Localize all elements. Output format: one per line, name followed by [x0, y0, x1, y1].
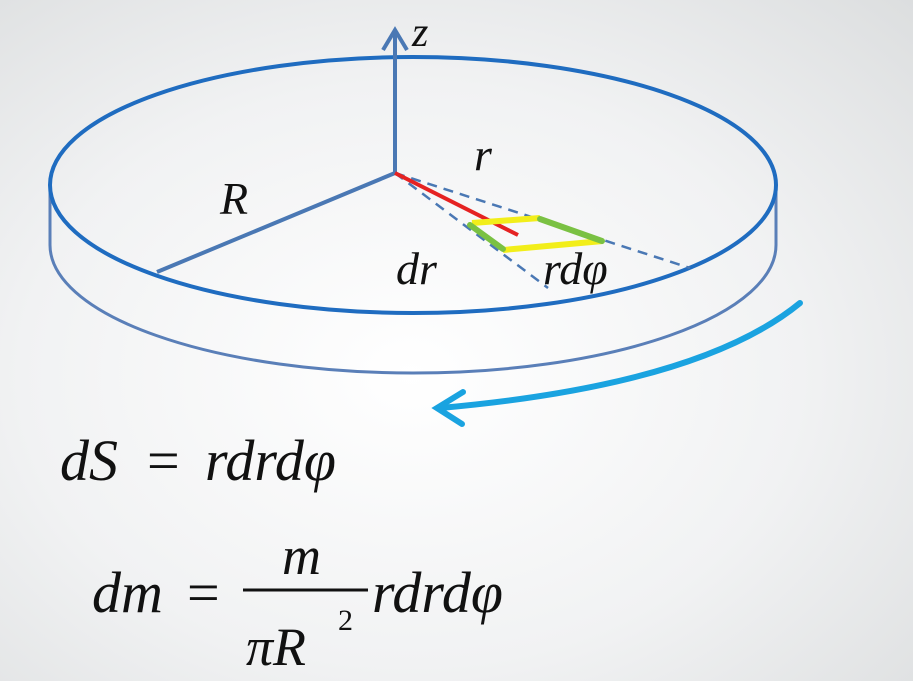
area-element-edge — [471, 215, 541, 226]
label-dr: dr — [396, 243, 438, 294]
eq-ds-lhs: dS — [60, 428, 118, 493]
eq-ds-equals: = — [147, 428, 180, 493]
eq-dm-rhs: rdrdφ — [372, 560, 503, 625]
eq-dm-equals: = — [187, 560, 220, 625]
label-R: R — [219, 173, 248, 224]
rotation-arrow — [437, 300, 803, 411]
area-element-edge — [537, 216, 605, 244]
eq-dm-numerator: m — [282, 526, 321, 586]
label-rdphi: rdφ — [543, 243, 608, 294]
dashed-line-2 — [394, 172, 549, 289]
area-element-edge — [502, 238, 604, 253]
radius-r-line — [394, 171, 519, 237]
rotation-arrowhead — [431, 389, 466, 427]
disk-bottom-edge — [48, 185, 778, 375]
label-r: r — [474, 129, 493, 180]
eq-dm-denominator: πR — [246, 617, 306, 677]
label-z: z — [411, 10, 428, 56]
radius-R-line — [156, 171, 396, 274]
z-axis-arrowhead — [381, 26, 409, 52]
disk-top-surface — [48, 55, 778, 315]
eq-dm-exponent: 2 — [338, 604, 353, 637]
eq-dm-lhs: dm — [92, 560, 163, 625]
area-element-edge — [467, 222, 506, 252]
eq-ds-rhs: rdrdφ — [205, 428, 336, 493]
